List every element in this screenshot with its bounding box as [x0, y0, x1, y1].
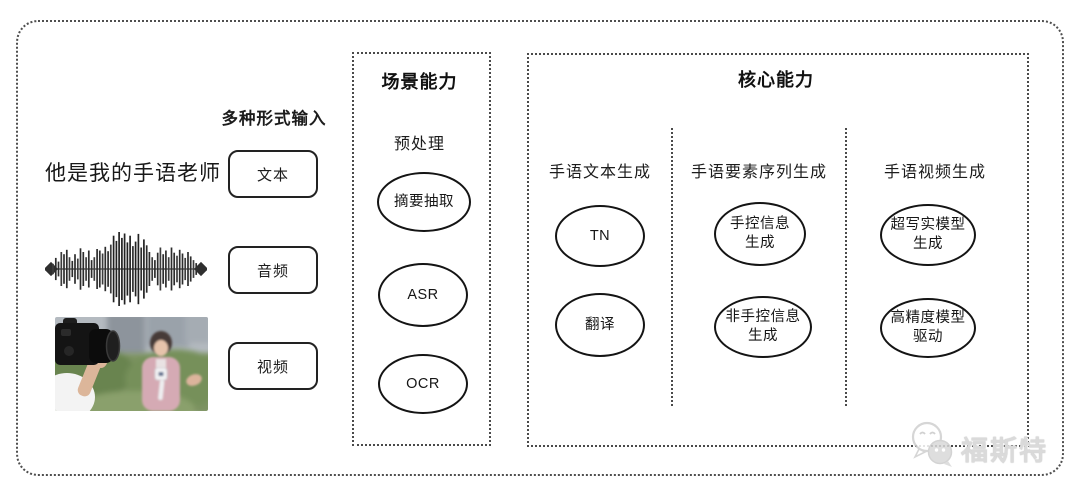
sample-sentence-text: 他是我的手语老师 — [45, 162, 221, 185]
node-label: 超写实模型 生成 — [890, 217, 966, 252]
node-label: 高精度模型 驱动 — [890, 310, 966, 345]
node-label: ASR — [407, 286, 439, 303]
node-translation: 翻译 — [555, 293, 645, 357]
core-column-divider-1 — [671, 128, 673, 406]
node-hyperrealistic-model-generation: 超写实模型 生成 — [880, 204, 976, 266]
node-label: TN — [589, 227, 611, 244]
input-type-label: 视频 — [256, 358, 289, 376]
video-thumbnail-photo — [55, 317, 208, 411]
column-header-sign-video-generation: 手语视频生成 — [883, 164, 986, 181]
input-type-label: 文本 — [256, 166, 289, 184]
node-summary-extraction: 摘要抽取 — [377, 172, 471, 232]
input-section-heading: 多种形式输入 — [221, 110, 327, 128]
node-manual-info-generation: 手控信息 生成 — [714, 202, 806, 266]
input-type-label: 音频 — [256, 262, 289, 280]
scene-capability-box — [352, 52, 491, 446]
column-header-sign-element-sequence-generation: 手语要素序列生成 — [690, 164, 827, 181]
chat-bubbles-mascot-icon — [911, 421, 953, 467]
scene-box-title: 场景能力 — [381, 72, 458, 92]
core-column-divider-2 — [845, 128, 847, 406]
audio-waveform-icon — [45, 232, 207, 306]
node-label: 非手控信息 生成 — [725, 309, 801, 344]
node-label: OCR — [406, 375, 440, 392]
watermark-text: 福斯特 — [961, 436, 1048, 466]
column-header-sign-text-generation: 手语文本生成 — [548, 164, 651, 181]
node-tn: TN — [555, 205, 645, 267]
node-high-precision-model-driving: 高精度模型 驱动 — [880, 298, 976, 358]
node-label: 摘要抽取 — [394, 193, 454, 210]
input-type-box-text: 文本 — [228, 150, 318, 198]
scene-box-subtitle: 预处理 — [393, 136, 445, 153]
node-label: 手控信息 生成 — [730, 216, 790, 251]
core-box-title: 核心能力 — [738, 70, 814, 90]
node-non-manual-info-generation: 非手控信息 生成 — [714, 296, 812, 358]
input-type-box-video: 视频 — [228, 342, 318, 390]
node-ocr: OCR — [378, 354, 468, 414]
node-label: 翻译 — [585, 316, 615, 333]
diagram-outer-frame — [16, 20, 1064, 476]
core-capability-box — [527, 53, 1029, 447]
input-type-box-audio: 音频 — [228, 246, 318, 294]
node-asr: ASR — [378, 263, 468, 327]
